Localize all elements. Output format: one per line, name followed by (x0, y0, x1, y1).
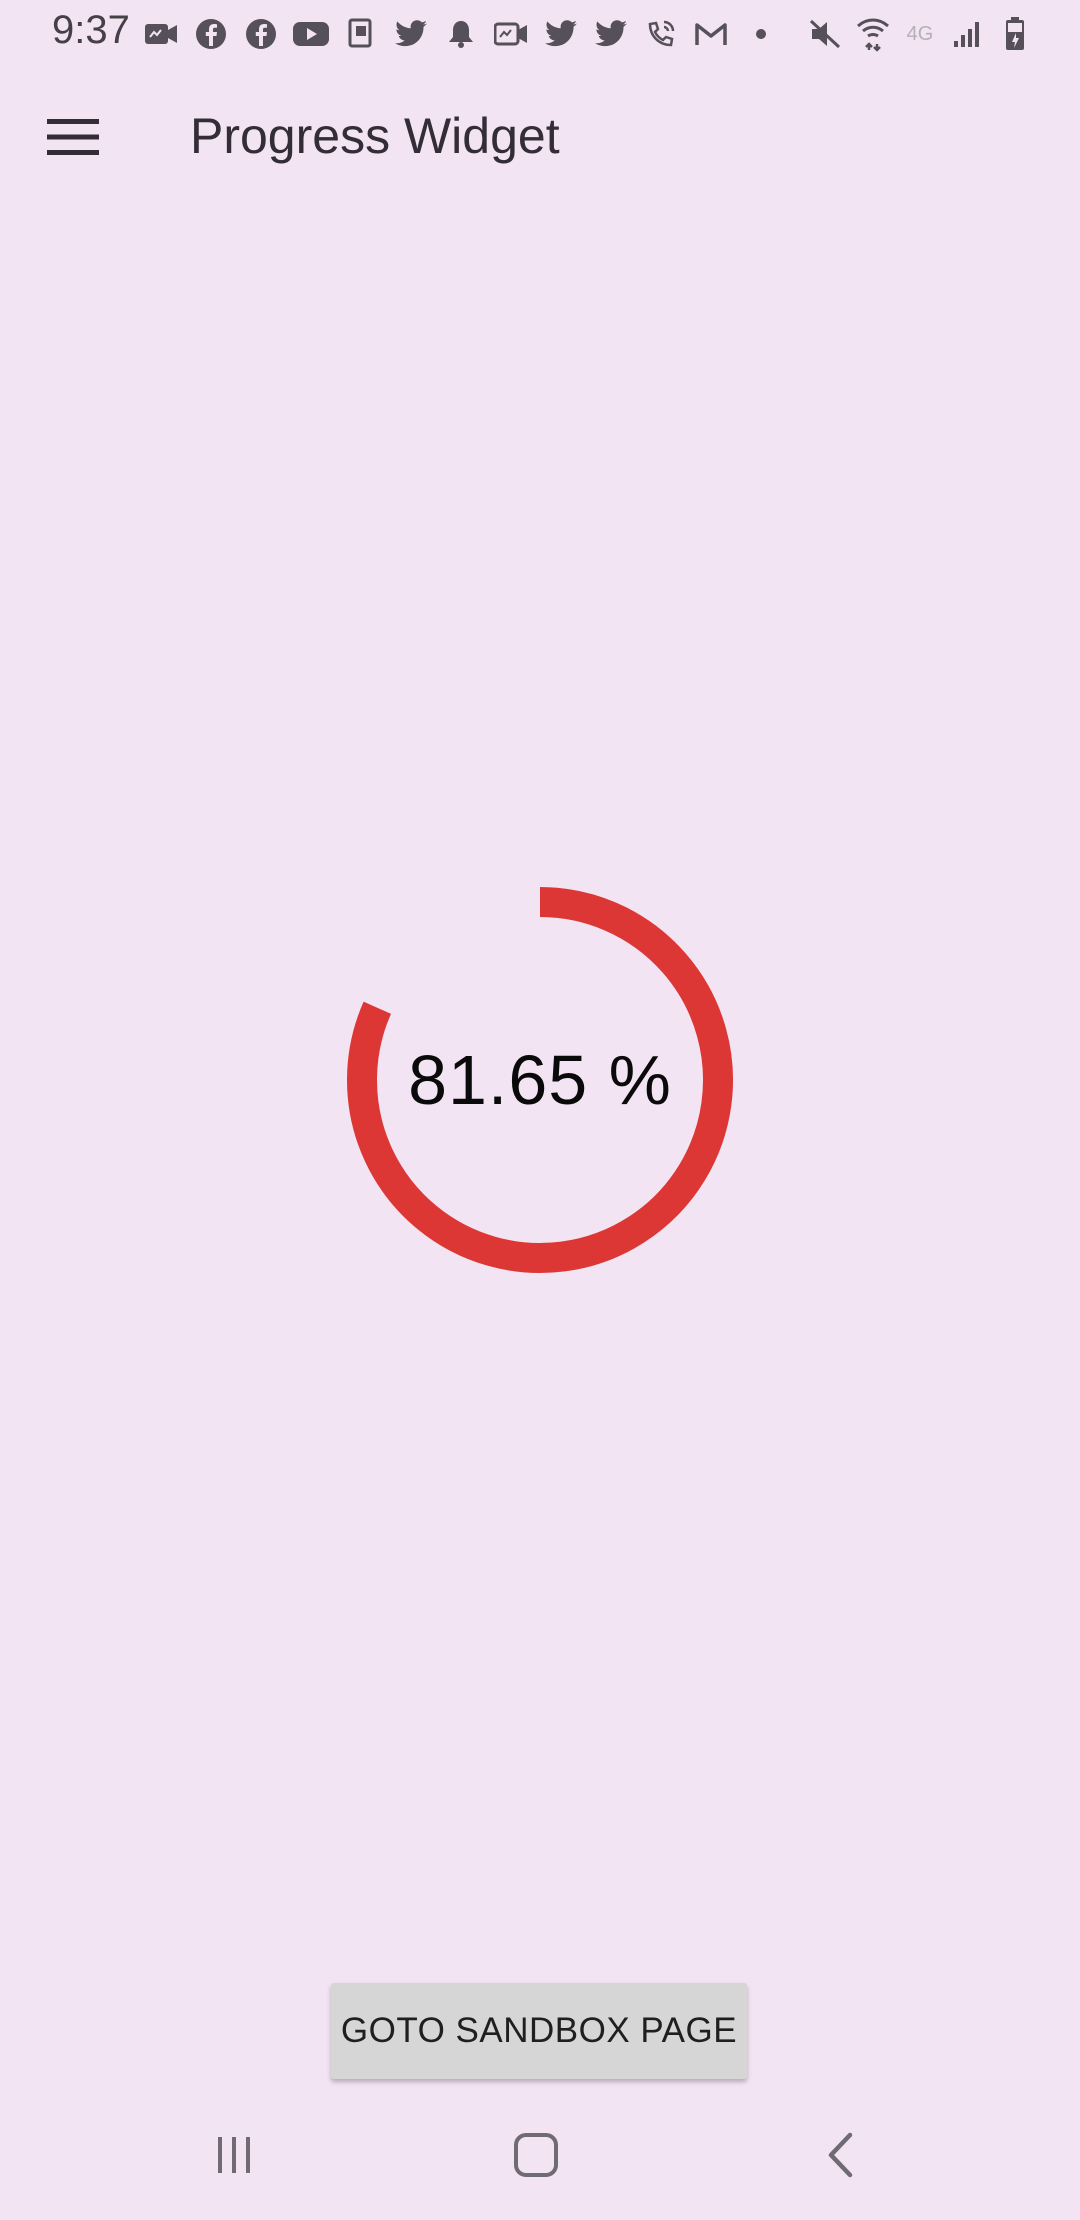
goto-sandbox-button[interactable]: GOTO SANDBOX PAGE (331, 1983, 747, 2079)
bell-icon (440, 13, 482, 55)
video-call-icon (140, 13, 182, 55)
hamburger-menu-icon (47, 119, 99, 155)
recent-apps-icon (218, 2137, 250, 2173)
navigation-bar (0, 2100, 1080, 2220)
progress-arc (347, 887, 733, 1273)
notification-icons (140, 12, 782, 56)
menu-button[interactable] (28, 92, 118, 182)
app-bar: Progress Widget (0, 68, 1080, 208)
system-icons: 4G (804, 12, 1036, 56)
recent-apps-button[interactable] (184, 2120, 284, 2190)
battery-icon (994, 13, 1036, 55)
gmail-icon (690, 13, 732, 55)
twitter-icon (390, 13, 432, 55)
page-title: Progress Widget (190, 108, 560, 164)
circular-progress: 81.65 % (340, 880, 740, 1280)
facebook-icon (240, 13, 282, 55)
mute-icon (804, 13, 846, 55)
home-icon (514, 2133, 558, 2177)
more-dot-icon (740, 13, 782, 55)
twitter-icon (590, 13, 632, 55)
wifi-icon (852, 13, 894, 55)
video-call-icon (490, 13, 532, 55)
wifi-call-icon (640, 13, 682, 55)
youtube-icon (290, 13, 332, 55)
facebook-icon (190, 13, 232, 55)
status-time: 9:37 (52, 8, 130, 52)
network-label: 4G (906, 22, 934, 45)
back-button[interactable] (790, 2120, 890, 2190)
app-notification-icon (340, 13, 382, 55)
volte-icon: 4G (900, 13, 940, 55)
signal-icon (946, 13, 988, 55)
twitter-icon (540, 13, 582, 55)
progress-ring (347, 887, 733, 1273)
progress-label: 81.65 % (408, 1041, 672, 1119)
back-icon (828, 2132, 853, 2178)
status-bar: 9:37 (0, 0, 1080, 68)
home-button[interactable] (486, 2120, 586, 2190)
